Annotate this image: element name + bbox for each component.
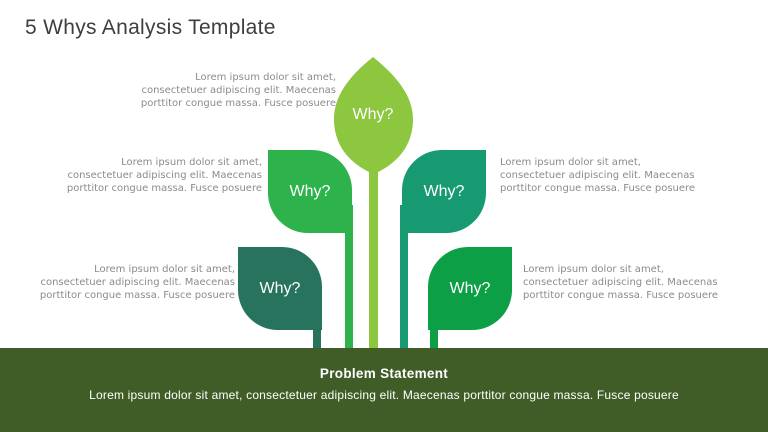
why-5-description: Lorem ipsum dolor sit amet, consectetuer… bbox=[523, 263, 738, 302]
why-2-leaf bbox=[268, 150, 352, 233]
why-1-description: Lorem ipsum dolor sit amet, consectetuer… bbox=[128, 71, 336, 110]
why-1-description-line: consectetuer adipiscing elit. Maecenas bbox=[141, 85, 336, 96]
why-2-description-line: Lorem ipsum dolor sit amet, bbox=[121, 157, 262, 168]
slide-title: 5 Whys Analysis Template bbox=[25, 16, 276, 39]
why-3-leaf bbox=[402, 150, 486, 233]
problem-statement-heading: Problem Statement bbox=[319, 366, 449, 381]
why-1-label: Why? bbox=[353, 106, 394, 123]
why-2-stem bbox=[345, 205, 353, 348]
why-2-label: Why? bbox=[290, 183, 331, 200]
why-3-description-line: Lorem ipsum dolor sit amet, bbox=[500, 157, 641, 168]
why-5-description-line: porttitor congue massa. Fusce posuere bbox=[523, 290, 719, 301]
why-3-description: Lorem ipsum dolor sit amet, consectetuer… bbox=[500, 156, 715, 195]
why-2-description-line: porttitor congue massa. Fusce posuere bbox=[66, 183, 262, 194]
why-4-description-line: porttitor congue massa. Fusce posuere bbox=[39, 290, 235, 301]
why-2-description-line: consectetuer adipiscing elit. Maecenas bbox=[67, 170, 262, 181]
why-4-description-line: consectetuer adipiscing elit. Maecenas bbox=[40, 277, 235, 288]
why-4-label: Why? bbox=[260, 280, 301, 297]
why-5-label: Why? bbox=[450, 280, 491, 297]
why-5-description-line: consectetuer adipiscing elit. Maecenas bbox=[523, 277, 718, 288]
why-1-description-line: porttitor congue massa. Fusce posuere bbox=[140, 98, 336, 109]
why-1-description-line: Lorem ipsum dolor sit amet, bbox=[195, 72, 336, 83]
why-3-stem bbox=[400, 205, 408, 348]
problem-statement-text: Lorem ipsum dolor sit amet, consectetuer… bbox=[89, 388, 679, 402]
why-5-leaf bbox=[428, 247, 512, 330]
why-1-leaf bbox=[334, 57, 413, 348]
why-3-description-line: porttitor congue massa. Fusce posuere bbox=[500, 183, 696, 194]
why-5-description-line: Lorem ipsum dolor sit amet, bbox=[523, 264, 664, 275]
why-3-label: Why? bbox=[424, 183, 465, 200]
why-4-leaf bbox=[238, 247, 322, 330]
problem-statement-bar: Problem Statement Lorem ipsum dolor sit … bbox=[0, 348, 768, 432]
why-4-description-line: Lorem ipsum dolor sit amet, bbox=[94, 264, 235, 275]
why-3-description-line: consectetuer adipiscing elit. Maecenas bbox=[500, 170, 695, 181]
why-4-description: Lorem ipsum dolor sit amet, consectetuer… bbox=[30, 263, 235, 302]
why-2-description: Lorem ipsum dolor sit amet, consectetuer… bbox=[57, 156, 262, 195]
